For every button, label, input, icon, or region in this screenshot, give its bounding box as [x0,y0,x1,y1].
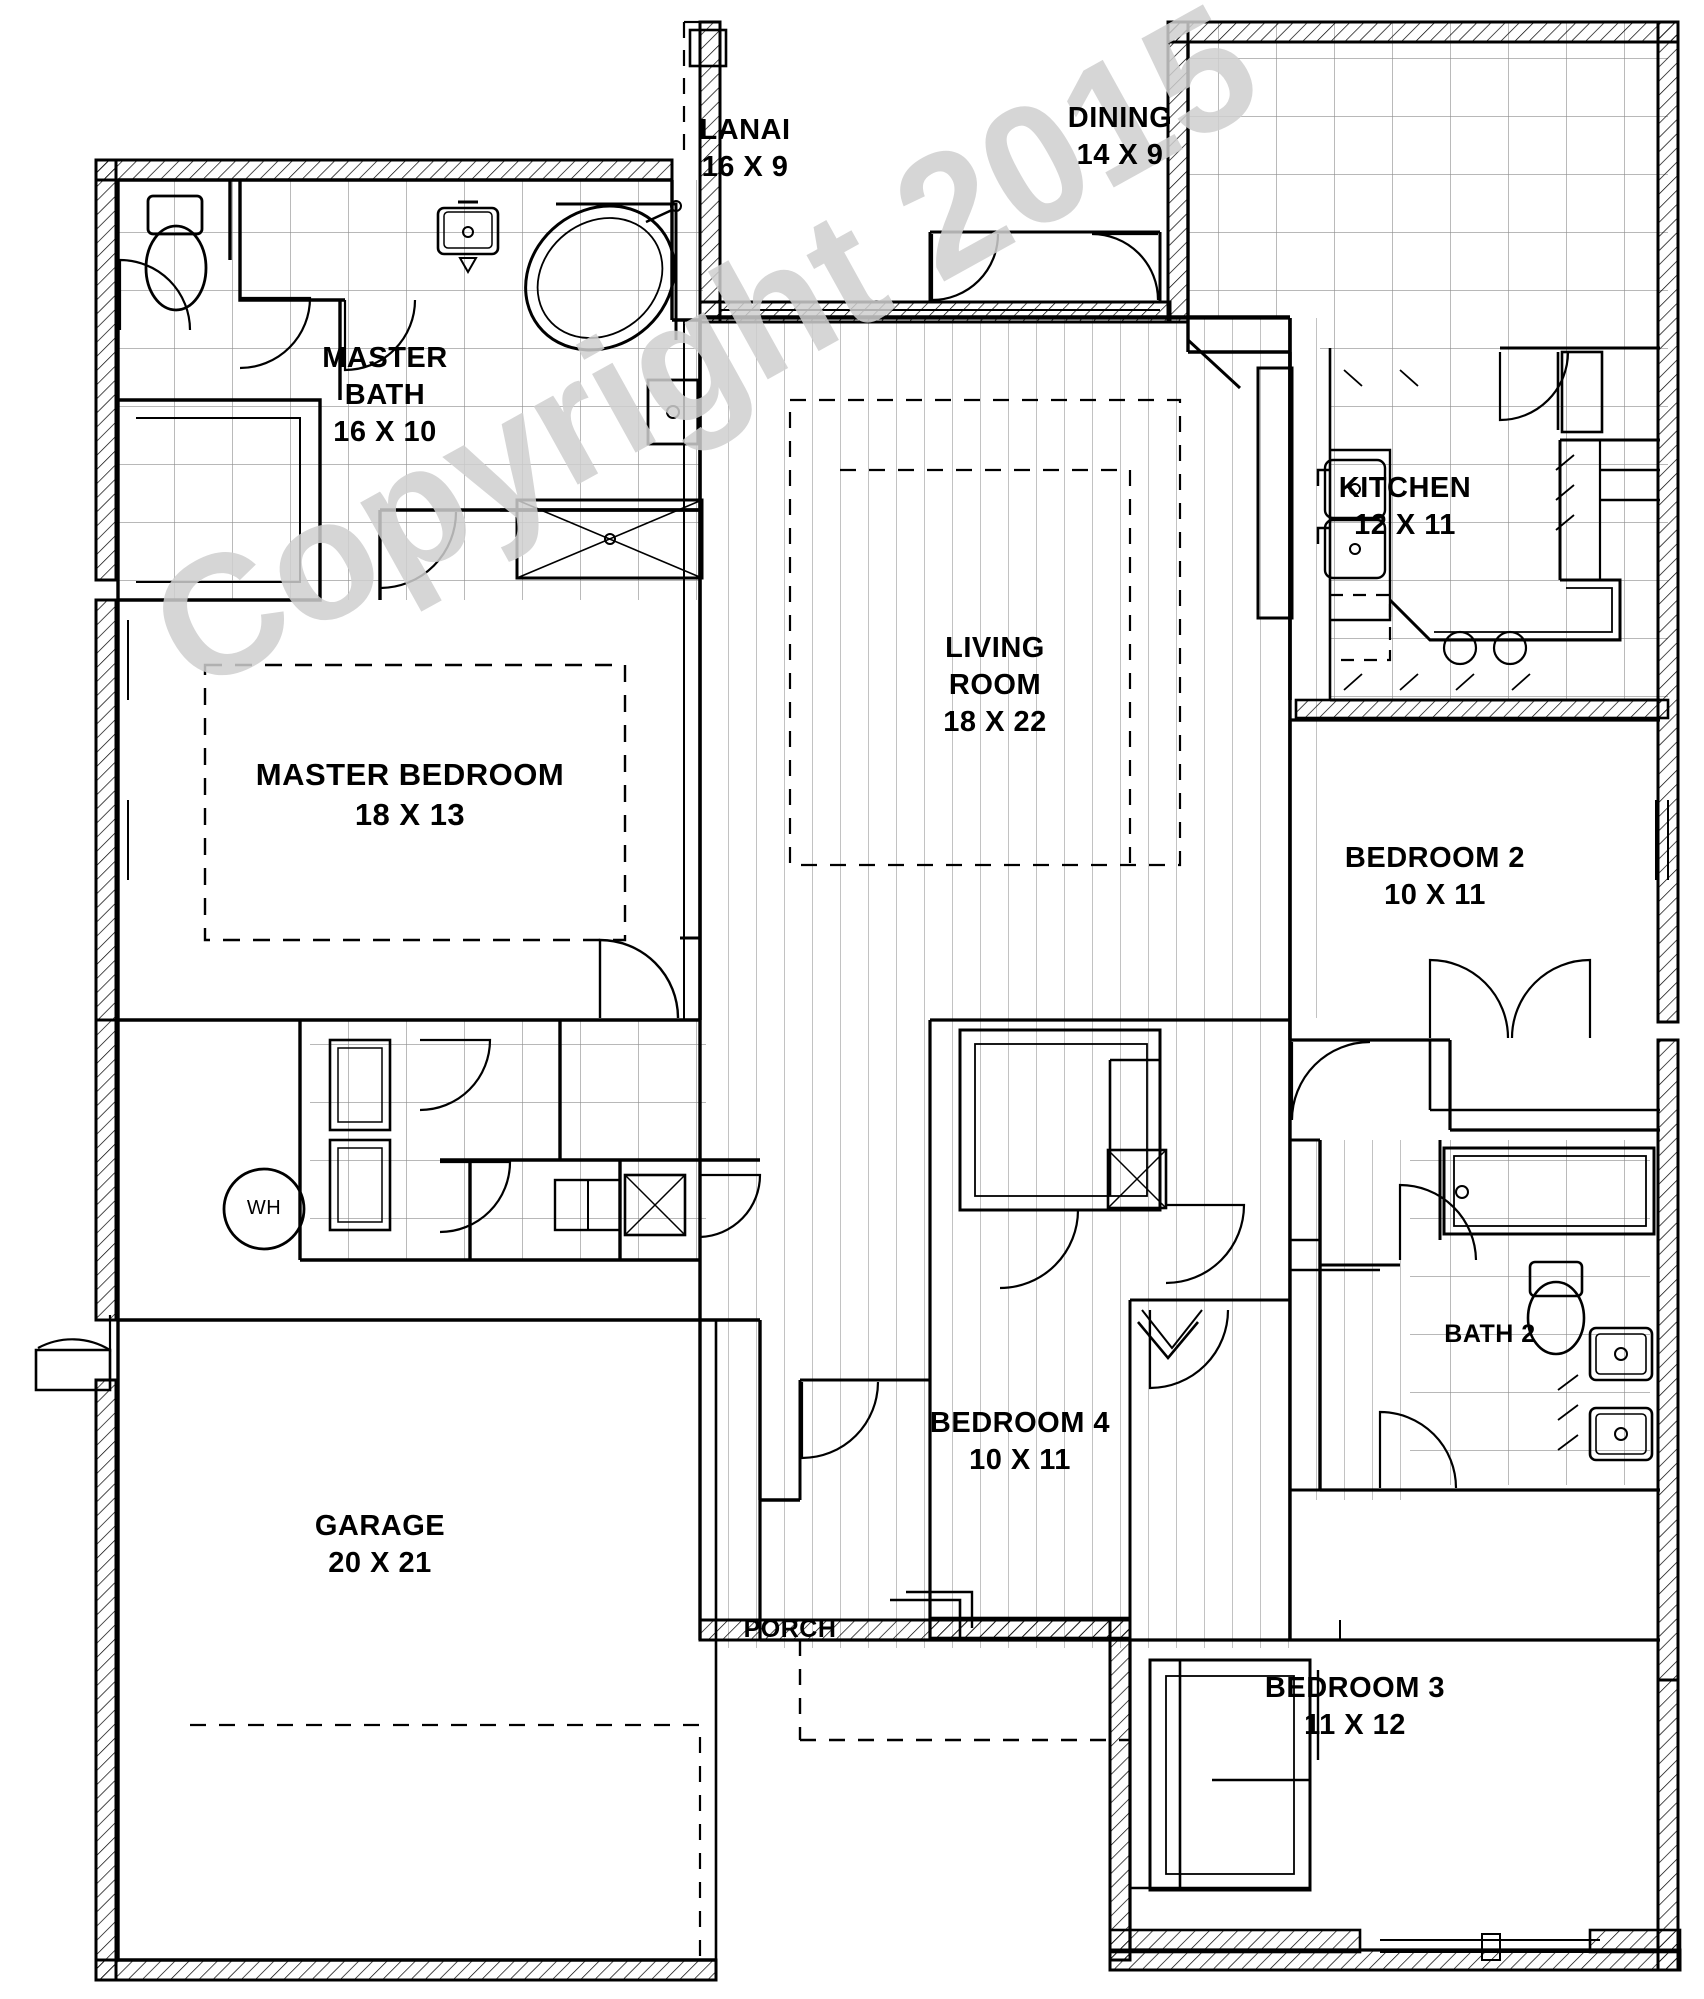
living-room-name: LIVING [945,632,1045,664]
garage-dims: 20 X 21 [328,1547,432,1580]
garage-name: GARAGE [314,1510,446,1542]
bedroom-3-name: BEDROOM 3 [1264,1672,1446,1704]
bedroom-3-dims: 11 X 12 [1304,1709,1406,1742]
floor-finishes [118,22,1668,1648]
master-bedroom-dims: 18 X 13 [354,796,466,832]
bedroom-4-name: BEDROOM 4 [929,1407,1111,1439]
room-label-bedroom-4: BEDROOM 4 10 X 11 [890,1405,1150,1479]
dining-floor-tile [1188,22,1668,352]
hall-floor-plank [1290,1140,1410,1500]
room-label-dining: DINING 14 X 9 [1015,100,1225,174]
bedroom-2-name: BEDROOM 2 [1344,842,1526,874]
living-floor-plank-upper [700,318,1320,1018]
room-label-bedroom-2: BEDROOM 2 10 X 11 [1305,840,1565,914]
room-label-lanai: LANAI 16 X 9 [640,112,850,186]
lanai-dims: 16 X 9 [701,151,789,184]
room-label-master-bath: MASTER BATH 16 X 10 [270,340,500,451]
room-label-bedroom-3: BEDROOM 3 11 X 12 [1225,1670,1485,1744]
kitchen-name: KITCHEN [1338,472,1472,504]
water-heater-label: WH [246,1197,282,1219]
room-label-living-room: LIVING ROOM 18 X 22 [880,630,1110,741]
porch-name: PORCH [743,1615,837,1643]
master-bath-name: MASTER [322,342,448,374]
bedroom-2-dims: 10 X 11 [1384,879,1486,912]
master-bedroom-name: MASTER BEDROOM [255,757,565,792]
exterior-walls-lower [928,698,1682,1954]
master-bath-floor-tile [118,180,703,600]
room-label-master-bedroom: MASTER BEDROOM 18 X 13 [180,755,640,834]
master-bath-dims: 16 X 10 [333,416,437,449]
dining-name: DINING [1067,102,1173,134]
living-room-dims: 18 X 22 [943,706,1047,739]
room-label-bath-2: BATH 2 [1400,1318,1580,1350]
room-label-porch: PORCH [700,1613,880,1645]
bath-2-name: BATH 2 [1444,1320,1536,1348]
lanai-name: LANAI [699,114,791,146]
bedroom-4-dims: 10 X 11 [969,1444,1071,1477]
kitchen-dims: 12 X 11 [1354,509,1456,542]
room-label-garage: GARAGE 20 X 21 [250,1508,510,1582]
exterior-walls [94,20,1682,1982]
master-bath-name2: BATH [344,379,426,412]
dining-dims: 14 X 9 [1076,139,1164,172]
living-room-name2: ROOM [948,669,1042,702]
room-label-kitchen: KITCHEN 12 X 11 [1290,470,1520,544]
